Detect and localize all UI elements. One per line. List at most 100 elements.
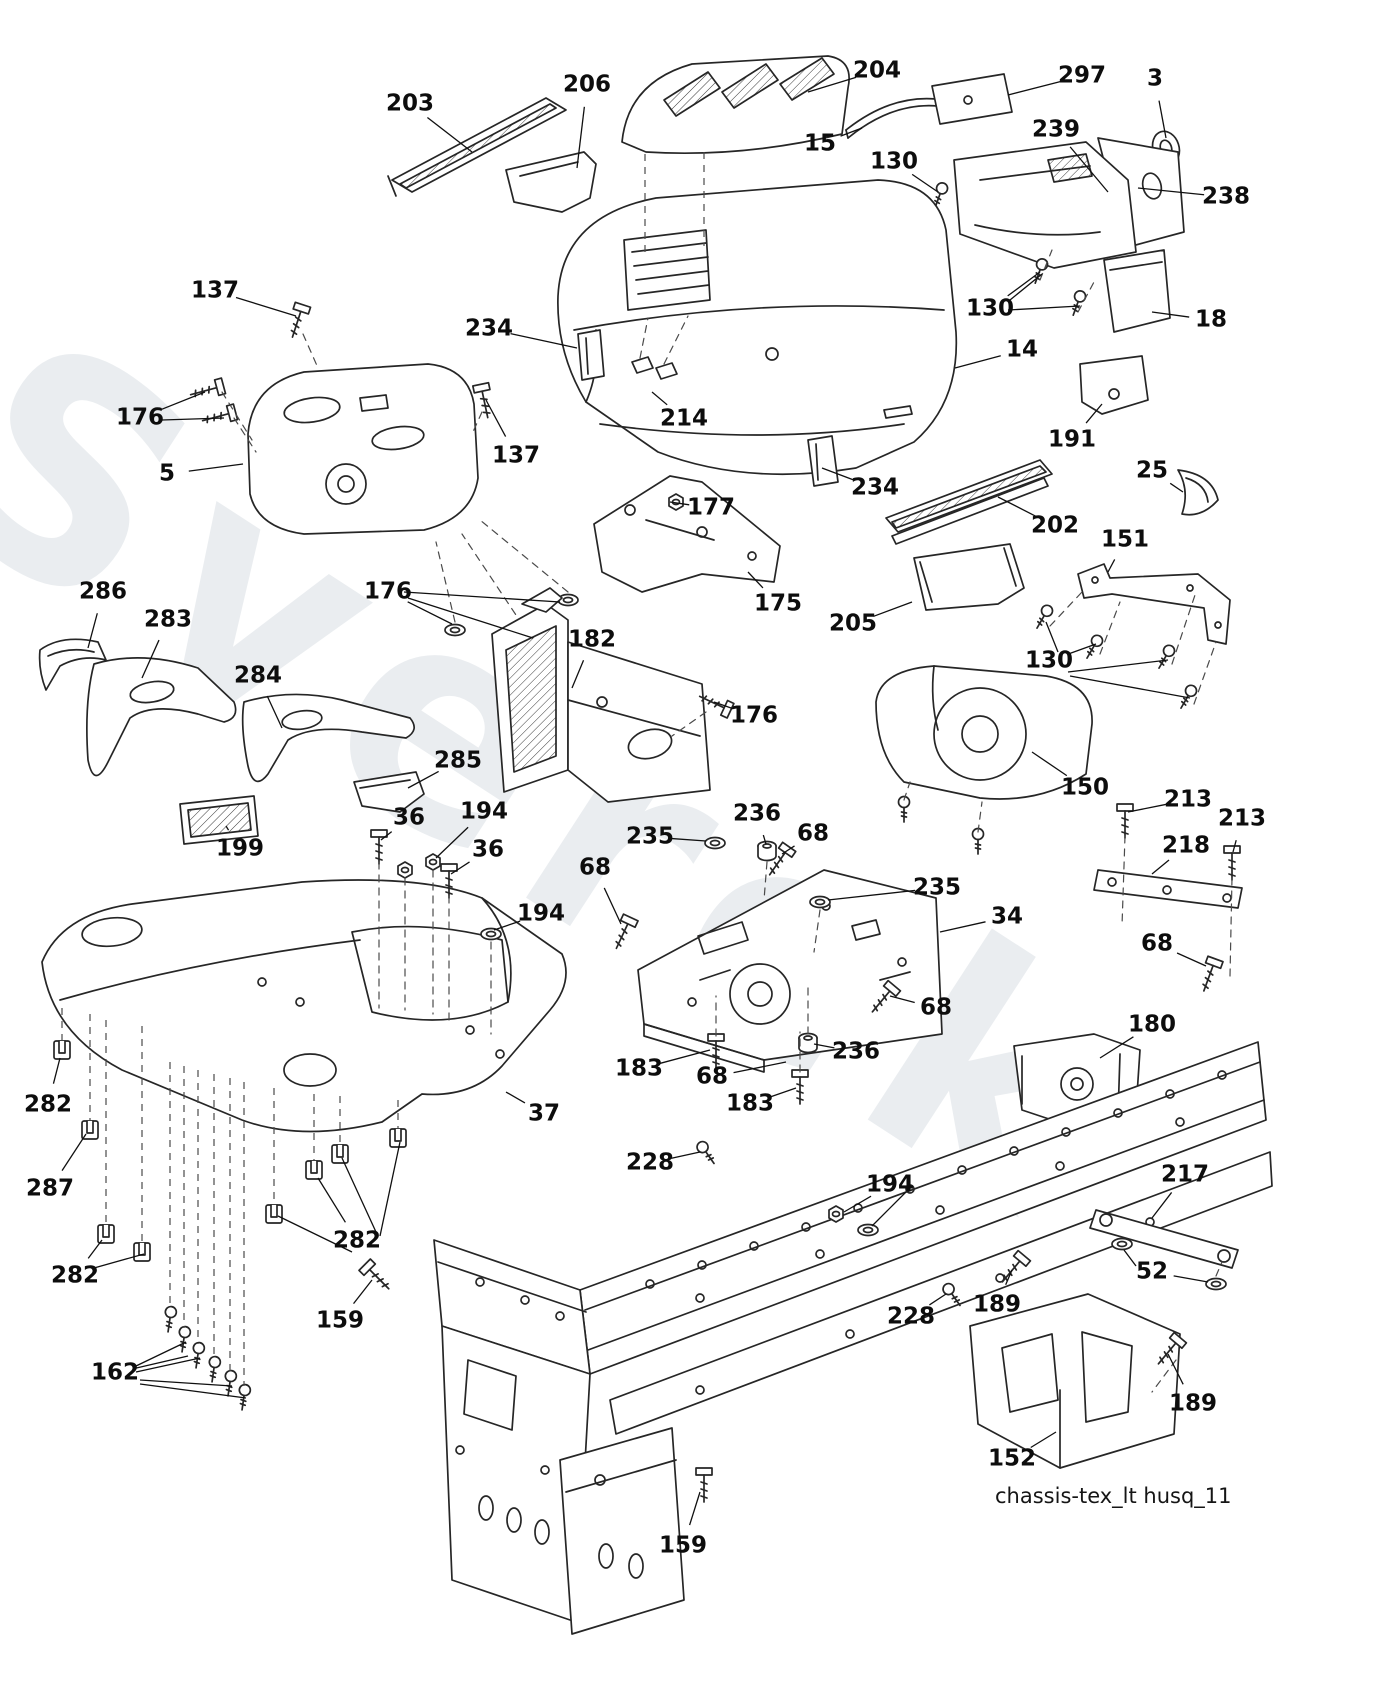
part-234-strips (577, 329, 839, 487)
part-182-grille (491, 587, 735, 803)
part-5-dash-console (247, 363, 479, 535)
part-callout-175: 175 (753, 590, 803, 617)
part-175-bracket (593, 475, 781, 593)
part-callout-213: 213 (1217, 805, 1267, 832)
part-297-pad (931, 73, 1013, 125)
part-150-shroud (875, 665, 1093, 855)
diagram-caption: chassis-tex_lt husq_11 (995, 1484, 1232, 1508)
part-callout-36: 36 (471, 836, 505, 863)
part-203-vent-strip (387, 97, 567, 197)
part-callout-14: 14 (1005, 336, 1039, 363)
fasteners-36-194 (370, 829, 502, 1035)
part-callout-213: 213 (1163, 786, 1213, 813)
part-callout-68: 68 (578, 854, 612, 881)
part-callout-204: 204 (852, 57, 902, 84)
part-callout-68: 68 (1140, 930, 1174, 957)
part-callout-68: 68 (695, 1063, 729, 1090)
part-callout-202: 202 (1030, 512, 1080, 539)
part-callout-180: 180 (1127, 1011, 1177, 1038)
part-callout-234: 234 (464, 315, 514, 342)
part-286-cap (38, 638, 107, 691)
part-callout-235: 235 (625, 823, 675, 850)
part-callout-176: 176 (729, 702, 779, 729)
part-285-pad (353, 771, 425, 813)
part-callout-137: 137 (491, 442, 541, 469)
part-callout-36: 36 (392, 804, 426, 831)
part-callout-176: 176 (115, 404, 165, 431)
bolts-189 (995, 1249, 1188, 1393)
part-callout-34: 34 (990, 903, 1024, 930)
part-callout-194: 194 (459, 798, 509, 825)
part-callout-214: 214 (659, 405, 709, 432)
part-14-hood (557, 179, 958, 476)
part-284-cap (241, 693, 415, 783)
part-199-strip (179, 795, 259, 845)
part-callout-282: 282 (50, 1262, 100, 1289)
part-callout-191: 191 (1047, 426, 1097, 453)
part-callout-238: 238 (1201, 183, 1251, 210)
assembly-dashed-lines (61, 152, 705, 1386)
part-callout-177: 177 (686, 494, 736, 521)
part-callout-236: 236 (831, 1038, 881, 1065)
part-callout-228: 228 (886, 1303, 936, 1330)
part-callout-52: 52 (1135, 1258, 1169, 1285)
part-206-bracket (505, 151, 597, 213)
part-283-cap (86, 657, 237, 777)
part-callout-68: 68 (796, 820, 830, 847)
part-callout-203: 203 (385, 90, 435, 117)
part-callout-284: 284 (233, 662, 283, 689)
part-callout-236: 236 (732, 800, 782, 827)
part-callout-37: 37 (527, 1100, 561, 1127)
part-callout-297: 297 (1057, 62, 1107, 89)
part-callout-159: 159 (658, 1532, 708, 1559)
part-callout-189: 189 (972, 1291, 1022, 1318)
part-callout-68: 68 (919, 994, 953, 1021)
screws-130-top (929, 180, 1095, 318)
part-18-panel (1103, 249, 1171, 333)
part-202-vent-strip (885, 459, 1053, 545)
part-callout-217: 217 (1160, 1161, 1210, 1188)
part-callout-183: 183 (725, 1090, 775, 1117)
part-callout-282: 282 (23, 1091, 73, 1118)
part-214-clips (631, 315, 689, 380)
part-callout-206: 206 (562, 71, 612, 98)
part-callout-176: 176 (363, 578, 413, 605)
part-callout-3: 3 (1146, 65, 1164, 92)
part-callout-287: 287 (25, 1175, 75, 1202)
part-callout-235: 235 (912, 874, 962, 901)
part-callout-5: 5 (158, 460, 176, 487)
part-205-duct (913, 543, 1025, 611)
part-callout-205: 205 (828, 610, 878, 637)
part-callout-130: 130 (1024, 647, 1074, 674)
part-callout-15: 15 (803, 130, 837, 157)
part-callout-194: 194 (865, 1171, 915, 1198)
part-callout-183: 183 (614, 1055, 664, 1082)
part-callout-130: 130 (965, 295, 1015, 322)
extra-leader-lines (93, 273, 1191, 1399)
part-callout-283: 283 (143, 606, 193, 633)
part-152-skid-plate (969, 1293, 1181, 1469)
part-callout-150: 150 (1060, 774, 1110, 801)
part-callout-151: 151 (1100, 526, 1150, 553)
part-callout-194: 194 (516, 900, 566, 927)
part-callout-162: 162 (90, 1359, 140, 1386)
part-callout-228: 228 (625, 1149, 675, 1176)
fasteners-seat-plate (608, 836, 902, 1105)
part-callout-282: 282 (332, 1227, 382, 1254)
part-callout-199: 199 (215, 835, 265, 862)
part-callout-130: 130 (869, 148, 919, 175)
part-218-bracket (1093, 803, 1243, 995)
part-191-pad (1079, 355, 1149, 415)
part-34-seat-plate (637, 869, 943, 1073)
part-callout-137: 137 (190, 277, 240, 304)
part-callout-25: 25 (1135, 457, 1169, 484)
part-callout-18: 18 (1194, 306, 1228, 333)
part-callout-218: 218 (1161, 832, 1211, 859)
part-callout-285: 285 (433, 747, 483, 774)
part-callout-189: 189 (1168, 1390, 1218, 1417)
part-217-drawbar (1089, 1209, 1239, 1291)
part-239-side-panel (953, 141, 1137, 269)
